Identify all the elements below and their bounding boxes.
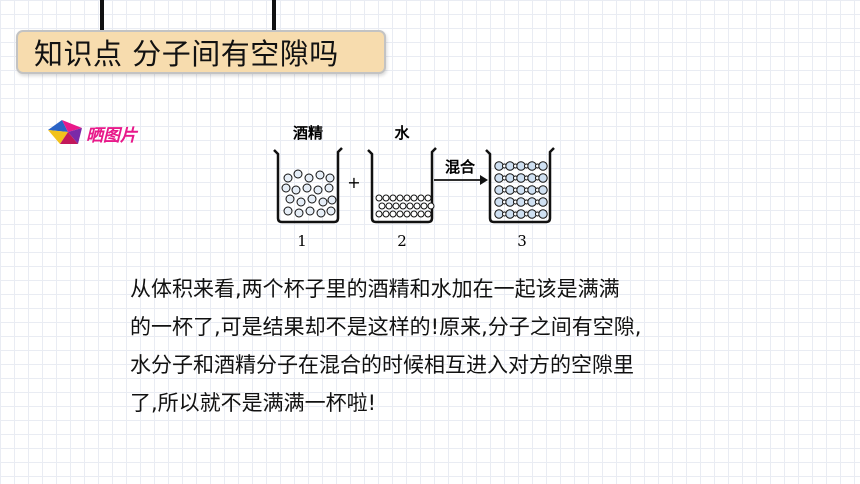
molecule-dot <box>281 183 291 193</box>
molecule-dot <box>325 173 335 183</box>
mixed-molecules <box>494 161 548 219</box>
molecule-dot <box>392 202 400 210</box>
explanation-paragraph: 从体积来看,两个杯子里的酒精和水加在一起该是满满 的一杯了,可是结果却不是这样的… <box>130 270 720 422</box>
molecule-dot <box>378 202 386 210</box>
molecule-dot <box>326 206 336 216</box>
molecule-dot <box>494 185 504 195</box>
colorful-triangle-icon <box>48 120 82 144</box>
plus-sign: + <box>347 173 360 192</box>
beaker-number-2: 2 <box>397 232 407 250</box>
molecule-dot <box>538 173 548 183</box>
beaker-number-1: 1 <box>297 232 307 250</box>
molecule-dot <box>516 185 526 195</box>
molecule-dot <box>307 194 317 204</box>
molecule-dot <box>527 185 537 195</box>
molecule-dot <box>296 197 306 207</box>
molecule-dot <box>516 173 526 183</box>
molecule-dot <box>505 209 515 219</box>
molecule-dot <box>410 210 418 218</box>
mixing-diagram: + 混合 酒精 水 1 2 3 <box>273 124 555 250</box>
molecule-dot <box>527 209 537 219</box>
molecule-dot <box>324 183 334 193</box>
molecule-dot <box>494 209 504 219</box>
beaker-2 <box>367 147 437 224</box>
beaker-number-3: 3 <box>517 232 527 250</box>
molecule-dot <box>505 185 515 195</box>
molecule-dot <box>494 197 504 207</box>
molecule-dot <box>327 195 337 205</box>
show-picture-badge: 晒图片 <box>46 118 166 148</box>
alcohol-molecules <box>281 169 337 218</box>
paragraph-line: 的一杯了,可是结果却不是这样的!原来,分子之间有空隙, <box>130 315 642 339</box>
molecule-dot <box>399 202 407 210</box>
molecule-dot <box>304 173 314 183</box>
molecule-dot <box>516 209 526 219</box>
molecule-dot <box>291 185 301 195</box>
molecule-dot <box>305 206 315 216</box>
molecule-dot <box>389 194 397 202</box>
molecule-dot <box>283 173 293 183</box>
molecule-dot <box>538 197 548 207</box>
molecule-dot <box>403 210 411 218</box>
label-alcohol: 酒精 <box>293 124 323 142</box>
molecule-dot <box>382 210 390 218</box>
molecule-dot <box>285 194 295 204</box>
molecule-dot <box>538 161 548 171</box>
molecule-dot <box>410 194 418 202</box>
page-title: 知识点 分子间有空隙吗 <box>34 37 339 71</box>
paragraph-line: 水分子和酒精分子在混合的时候相互进入对方的空隙里 <box>130 353 634 377</box>
molecule-dot <box>424 210 432 218</box>
molecule-dot <box>420 202 428 210</box>
paragraph-line: 了,所以就不是满满一杯啦! <box>130 391 377 415</box>
molecule-dot <box>375 210 383 218</box>
molecule-dot <box>396 210 404 218</box>
hanging-line-right <box>272 0 276 30</box>
molecule-dot <box>516 161 526 171</box>
molecule-dot <box>293 169 303 179</box>
label-water: 水 <box>394 124 410 142</box>
molecule-dot <box>516 197 526 207</box>
molecule-dot <box>302 183 312 193</box>
molecule-dot <box>538 209 548 219</box>
molecule-dot <box>417 194 425 202</box>
molecule-dot <box>527 197 537 207</box>
molecule-dot <box>294 208 304 218</box>
molecule-dot <box>427 202 435 210</box>
molecule-dot <box>505 197 515 207</box>
molecule-dot <box>406 202 414 210</box>
molecule-dot <box>316 208 326 218</box>
mix-arrow <box>434 175 488 185</box>
molecule-dot <box>494 173 504 183</box>
title-banner: 知识点 分子间有空隙吗 <box>16 30 386 74</box>
molecule-dot <box>538 185 548 195</box>
molecule-dot <box>424 194 432 202</box>
beaker-3 <box>485 147 555 224</box>
molecule-dot <box>385 202 393 210</box>
molecule-dot <box>389 210 397 218</box>
water-molecules <box>375 194 435 218</box>
molecule-dot <box>382 194 390 202</box>
molecule-dot <box>527 173 537 183</box>
molecule-dot <box>318 197 328 207</box>
molecule-dot <box>505 173 515 183</box>
molecule-dot <box>527 161 537 171</box>
molecule-dot <box>375 194 383 202</box>
molecule-dot <box>315 170 325 180</box>
molecule-dot <box>413 202 421 210</box>
badge-label: 晒图片 <box>86 126 137 146</box>
hanging-line-left <box>100 0 104 30</box>
molecule-dot <box>494 161 504 171</box>
paragraph-line: 从体积来看,两个杯子里的酒精和水加在一起该是满满 <box>130 277 620 301</box>
molecule-dot <box>417 210 425 218</box>
molecule-dot <box>283 206 293 216</box>
beaker-1 <box>273 147 343 224</box>
molecule-dot <box>403 194 411 202</box>
molecule-dot <box>505 161 515 171</box>
molecule-dot <box>313 185 323 195</box>
arrow-label: 混合 <box>445 158 476 176</box>
molecule-dot <box>396 194 404 202</box>
